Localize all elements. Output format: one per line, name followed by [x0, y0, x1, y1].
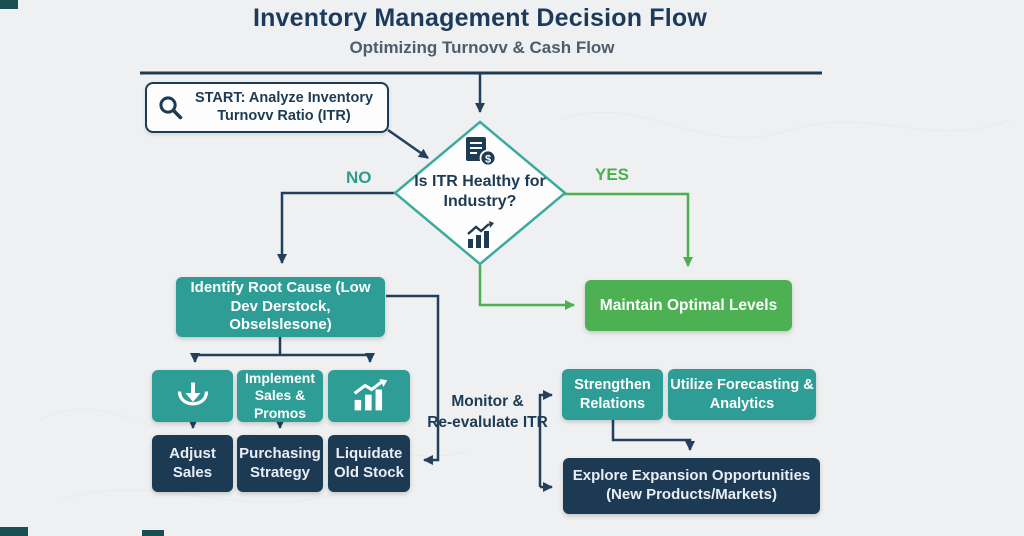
node-label: Utilize Forecasting & Analytics	[670, 377, 814, 412]
node-label: Purchasing Strategy	[239, 444, 321, 481]
node-label: Liquidate Old Stock	[333, 444, 404, 481]
connector-identify-branch	[195, 337, 370, 357]
node-implement-sales-promos[interactable]: Implement Sales & Promos	[237, 370, 323, 422]
node-liquidate-old-stock[interactable]: Liquidate Old Stock	[328, 435, 410, 492]
node-utilize-forecasting[interactable]: Utilize Forecasting & Analytics	[668, 369, 816, 420]
invoice-dollar-icon: $	[462, 135, 498, 174]
node-label: Implement Sales & Promos	[244, 369, 315, 421]
node-label: Strengthen Relations	[574, 377, 651, 412]
growth-chart-icon	[464, 221, 496, 256]
node-strengthen-relations[interactable]: Strengthen Relations	[562, 369, 663, 420]
monitor-loop-label: Monitor & Re-evalulate ITR	[420, 392, 555, 434]
connector-no-path	[277, 191, 396, 264]
page-subtitle: Optimizing Turnovv & Cash Flow	[349, 38, 615, 57]
corner-accent-bottom	[142, 530, 164, 536]
node-purchasing-strategy[interactable]: Purchasing Strategy	[237, 435, 323, 492]
connector-monitor-loop	[386, 294, 440, 465]
node-boost-sales[interactable]	[328, 370, 410, 422]
node-label: Identify Root Cause (Low Dev Derstock, O…	[190, 278, 371, 334]
no-branch-label: NO	[346, 168, 372, 187]
node-maintain-optimal-levels[interactable]: Maintain Optimal Levels	[585, 280, 792, 331]
node-label: Adjust Sales	[169, 444, 216, 481]
corner-accent-top-left	[0, 0, 18, 9]
start-node[interactable]: START: Analyze Inventory Turnovv Ratio (…	[145, 82, 389, 133]
page-title: Inventory Management Decision Flow	[252, 4, 708, 32]
node-reduce-stock[interactable]	[152, 370, 233, 422]
node-adjust-sales[interactable]: Adjust Sales	[152, 435, 233, 492]
connector-strengthen-to-explore	[611, 420, 695, 451]
node-identify-root-cause[interactable]: Identify Root Cause (Low Dev Derstock, O…	[176, 277, 385, 337]
node-explore-expansion[interactable]: Explore Expansion Opportunities (New Pro…	[563, 458, 820, 514]
corner-accent-bottom-left	[0, 527, 28, 536]
start-node-label: START: Analyze Inventory Turnovv Ratio (…	[194, 90, 374, 124]
svg-text:$: $	[485, 154, 491, 166]
yes-branch-label: YES	[595, 165, 630, 184]
node-label: Explore Expansion Opportunities (New Pro…	[572, 467, 811, 503]
magnifier-icon	[158, 95, 184, 121]
connector-start-to-decision	[387, 128, 429, 160]
node-label: Maintain Optimal Levels	[599, 296, 778, 314]
rising-bars-icon	[348, 379, 390, 413]
connector-yes-path	[564, 192, 693, 267]
monitor-loop-label-line2: Re-evalulate ITR	[427, 413, 548, 431]
download-arrow-icon	[173, 378, 213, 414]
monitor-loop-label-line1: Monitor &	[451, 393, 524, 410]
decision-label: Is ITR Healthy for Industry?	[414, 173, 546, 210]
connector-bracket-to-strengthen	[538, 390, 553, 487]
connector-decision-to-maintain	[478, 262, 575, 310]
